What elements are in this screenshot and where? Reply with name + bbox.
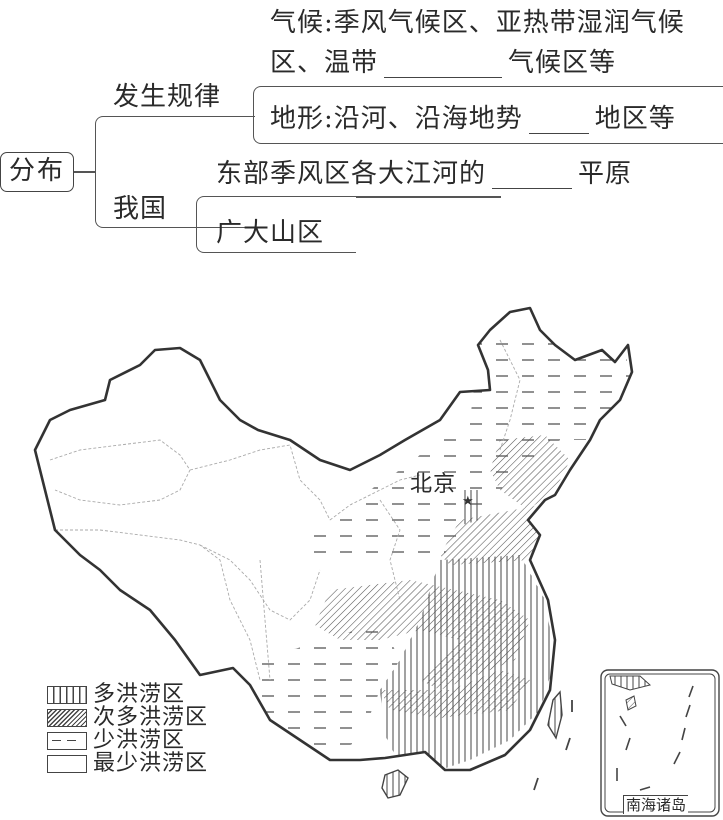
branch1-bracket — [253, 86, 723, 144]
region-secondary-northeast — [490, 435, 570, 510]
diagonal-hatch-swatch-icon — [47, 708, 87, 727]
branch2-bracket — [196, 196, 356, 253]
root-label: 分布 — [8, 156, 65, 186]
legend-item-low: 少洪涝区 — [47, 729, 208, 752]
branch-label-china: 我国 — [113, 194, 168, 224]
region-secondary-south — [380, 670, 530, 718]
dashes-swatch-icon — [47, 731, 87, 750]
south-china-sea-inset — [600, 669, 720, 817]
plains-item: 东部季风区各大江河的 平原 — [216, 159, 632, 189]
climate-line1: 气候:季风气候区、亚热带湿润气候 — [270, 8, 685, 38]
province-boundaries — [49, 339, 521, 681]
connector — [74, 171, 96, 173]
inset-label: 南海诸岛 — [623, 795, 689, 814]
branch-label-pattern: 发生规律 — [113, 82, 222, 112]
blank-plains[interactable] — [492, 166, 573, 189]
mountain-item: 广大山区 — [216, 218, 325, 248]
region-low-flood-north — [300, 330, 632, 560]
main-bracket — [95, 116, 255, 228]
legend-item-high: 多洪涝区 — [47, 683, 208, 706]
hainan-island — [381, 769, 409, 799]
legend-label: 多洪涝区 — [93, 682, 186, 707]
underline — [356, 196, 501, 198]
star-icon: ★ — [462, 494, 474, 509]
blank-swatch-icon — [47, 754, 87, 773]
climate-line2: 区、温带 气候区等 — [270, 48, 616, 78]
region-high-flood-beijing — [460, 490, 480, 525]
climate-suffix: 气候区等 — [508, 48, 617, 78]
blank-terrain[interactable] — [528, 111, 589, 134]
blank-climate[interactable] — [384, 55, 503, 78]
vertical-lines-swatch-icon — [47, 685, 87, 704]
taiwan-island — [547, 690, 563, 740]
terrain-prefix: 地形:沿河、沿海地势 — [270, 104, 523, 134]
capital-label: 北京 — [410, 472, 457, 497]
legend-item-lowest: 最少洪涝区 — [47, 752, 208, 775]
plains-prefix: 东部季风区各大江河的 — [216, 159, 487, 189]
terrain-suffix: 地区等 — [594, 104, 676, 134]
maritime-boundary-marks — [533, 700, 573, 791]
root-node: 分布 — [0, 152, 74, 192]
legend-label: 少洪涝区 — [93, 728, 186, 753]
region-low-flood-southwest — [250, 620, 400, 760]
region-secondary-yangtze — [315, 580, 530, 690]
map-legend: 多洪涝区 次多洪涝区 少洪涝区 最少洪涝区 — [47, 683, 208, 775]
national-border — [33, 306, 634, 772]
region-secondary-shandong — [440, 505, 550, 565]
legend-label: 次多洪涝区 — [93, 705, 209, 730]
plains-suffix: 平原 — [578, 159, 633, 189]
flood-region-fills — [250, 330, 632, 770]
legend-item-secondary: 次多洪涝区 — [47, 706, 208, 729]
legend-label: 最少洪涝区 — [93, 751, 209, 776]
climate-prefix: 区、温带 — [270, 48, 379, 78]
terrain-item: 地形:沿河、沿海地势 地区等 — [270, 104, 676, 134]
